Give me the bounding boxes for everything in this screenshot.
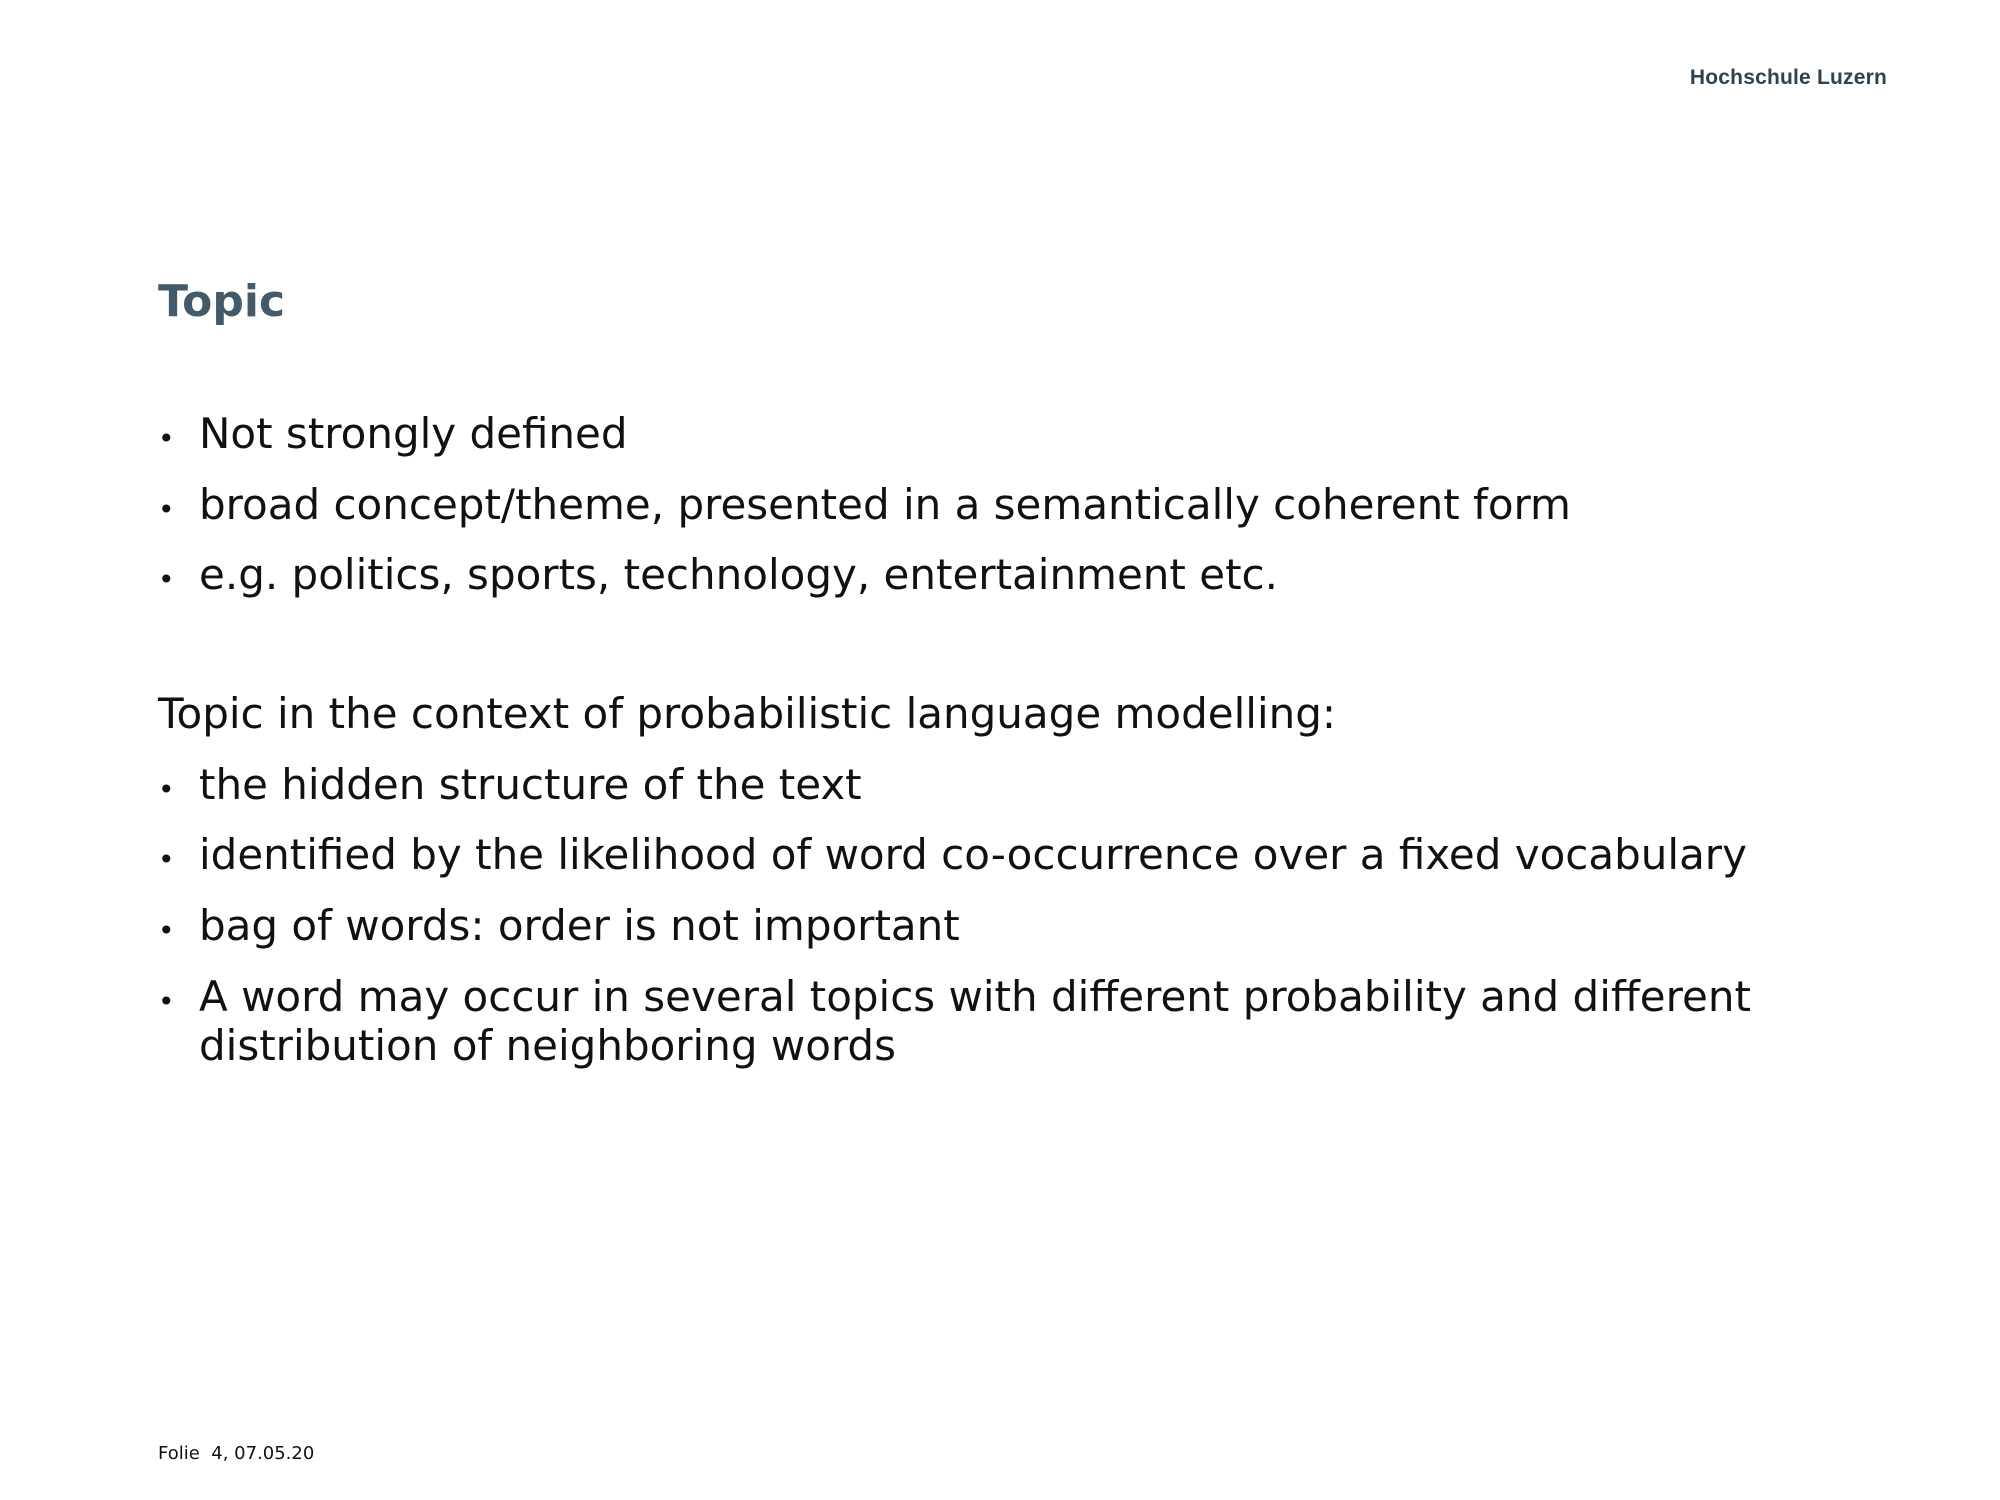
list-item-text: A word may occur in several topics with …: [199, 971, 1751, 1070]
list-item-text: broad concept/theme, presented in a sema…: [199, 479, 1571, 529]
list-item: • the hidden structure of the text: [158, 759, 1888, 810]
list-item: • Not strongly defined: [158, 409, 1888, 459]
bullet-icon: •: [158, 772, 175, 806]
list-item: • broad concept/theme, presented in a sem…: [158, 479, 1888, 530]
probabilistic-section: Topic in the context of probabilistic la…: [158, 689, 1888, 1092]
section-intro: Topic in the context of probabilistic la…: [158, 689, 1337, 738]
list-item: • bag of words: order is not important: [158, 901, 1888, 951]
bullet-icon: •: [158, 492, 175, 526]
list-item: • e.g. politics, sports, technology, ente…: [158, 551, 1888, 600]
probabilistic-list: • the hidden structure of the text • ident…: [158, 759, 1888, 1071]
bullet-icon: •: [158, 843, 175, 877]
list-item-text: identified by the likelihood of word co-…: [199, 830, 1747, 880]
definition-list: • Not strongly defined • broad concept/the…: [158, 409, 1888, 600]
bullet-icon: •: [158, 563, 175, 597]
list-item: • A word may occur in several topics with…: [158, 971, 1888, 1070]
list-item-text: bag of words: order is not important: [199, 901, 960, 951]
bullet-icon: •: [158, 984, 175, 1018]
institution-logo-text: Hochschule Luzern: [1689, 66, 1887, 89]
slide-footer: Folie 4, 07.05.20: [158, 1443, 315, 1464]
list-item: • identified by the likelihood of word co…: [158, 831, 1888, 880]
bullet-icon: •: [158, 422, 175, 455]
list-item-text: Not strongly defined: [199, 409, 628, 458]
list-item-text: the hidden structure of the text: [199, 759, 862, 809]
definition-section: • Not strongly defined • broad concept/the…: [158, 409, 1888, 622]
bullet-icon: •: [158, 914, 175, 948]
slide-title: Topic: [158, 276, 286, 327]
list-item-text: e.g. politics, sports, technology, enter…: [199, 550, 1278, 600]
